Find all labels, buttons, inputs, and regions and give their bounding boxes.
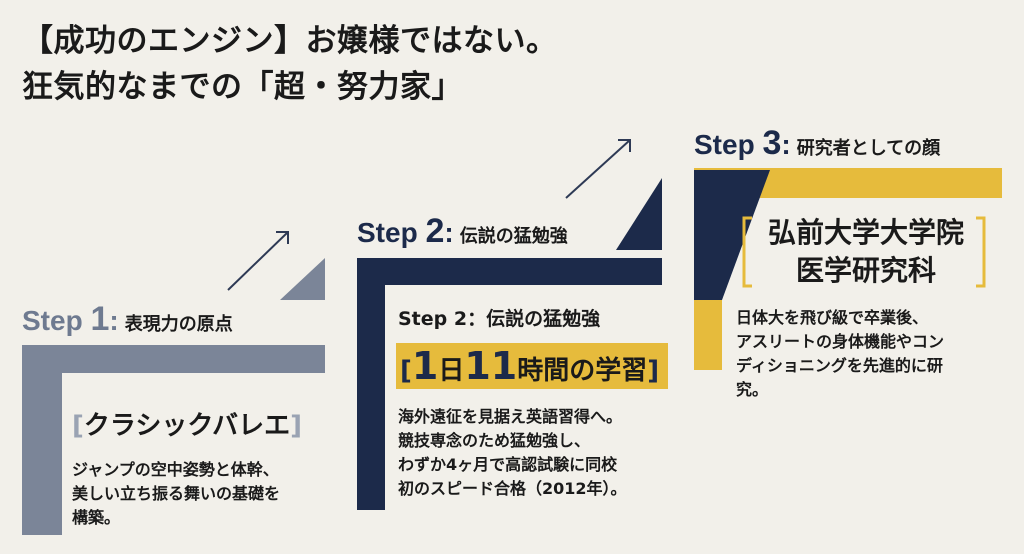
bracket-open: [ [400,356,412,386]
step3-heading: Step 3:研究者としての顔 [694,124,940,163]
bracket-close: ] [647,356,660,386]
step3-number: 3 [762,124,782,162]
step1-number: 1 [90,300,110,338]
step2-number: 2 [425,212,445,250]
arrow-icon [565,139,631,199]
step2-block [357,258,662,510]
step2-triangle [616,178,662,250]
step3-label: 弘前大学大学院 医学研究科 [756,214,976,290]
step3-subtitle: 研究者としての顔 [796,138,941,159]
step1-body: ジャンプの空中姿勢と体幹、 美しい立ち振る舞いの基礎を 構築。 [72,460,281,527]
step1-label: [クラシックバレエ] [72,405,302,442]
step1-subtitle: 表現力の原点 [124,314,233,335]
step2-prefix: Step [357,217,426,248]
step1-block [22,345,325,535]
step1-colon: : [109,305,119,336]
title-line-2: 狂気的なまでの「超・努力家」 [22,69,463,105]
step2-subtitle: 伝説の猛勉強 [459,226,568,247]
highlight-digit-2: 11 [464,344,518,388]
step2-body: 海外遠征を見据え英語習得へ。 競技専念のため猛勉強し、 わずか4ヶ月で高認試験に… [398,407,627,498]
step3-shadow-triangle [694,170,770,300]
arrow-icon [227,231,289,291]
step1-heading: Step 1:表現力の原点 [22,300,233,339]
step3-prefix: Step [694,129,763,160]
bracket-open: [ [72,411,84,441]
step3-colon: : [781,129,791,160]
title-line-1: 【成功のエンジン】お嬢様ではない。 [22,23,558,59]
step2-inner-heading: Step 2：伝説の猛勉強 [398,308,601,330]
bracket-close: ] [290,411,302,441]
step2-heading: Step 2:伝説の猛勉強 [357,212,568,251]
highlight-text-1: 日 [438,356,465,386]
step1-triangle [280,258,325,300]
highlight-digit-1: 1 [411,344,439,388]
highlight-text-2: 時間の学習 [517,356,648,386]
bracket-icon [742,216,986,288]
page-title: 【成功のエンジン】お嬢様ではない。 狂気的なまでの「超・努力家」 [22,18,558,110]
step3-label-line2: 医学研究科 [795,254,936,287]
step3-label-line1: 弘前大学大学院 [767,216,964,249]
step2-colon: : [444,217,454,248]
step3-body: 日体大を飛び級で卒業後、 アスリートの身体機能やコン ディショニングを先進的に研… [736,308,945,399]
step2-highlight: [1日11時間の学習] [396,343,668,389]
step1-label-text: クラシックバレエ [83,411,291,441]
step1-prefix: Step [22,305,91,336]
